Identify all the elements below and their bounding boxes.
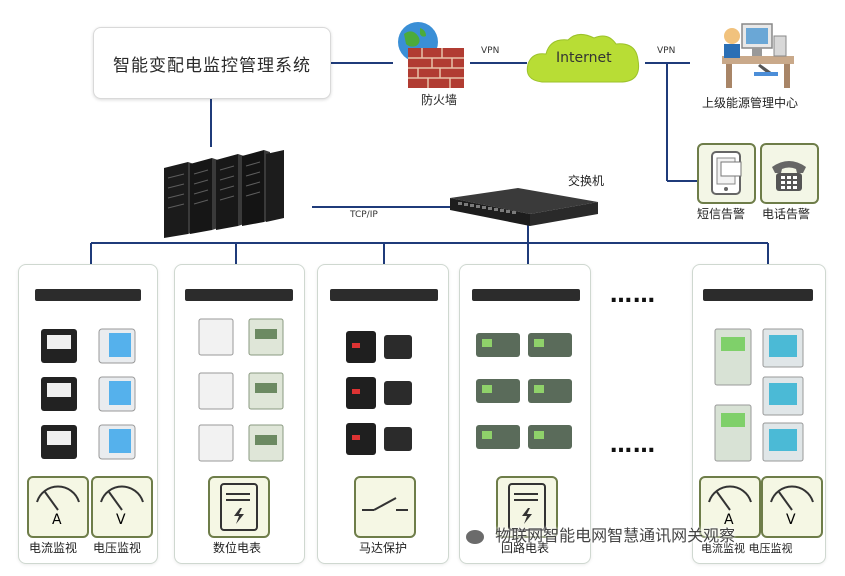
ellipsis-top: …… [610,283,656,308]
wechat-icon [466,529,484,544]
phone-sms-icon [711,151,742,195]
switch-label: 交换机 [568,174,605,188]
panel-current-voltage: A V 电流监视 电压监视 [18,264,158,564]
voltmeter-icon [770,485,814,511]
telephone-icon [772,161,806,191]
panel-4-caption: 回路电表 [501,541,550,555]
gateway-device [35,289,141,301]
watermark-text: 物联网智能电网智慧通讯网关观察 [495,526,736,545]
panel-1-caption-right: 电压监视 [93,541,142,555]
ammeter-icon [36,485,80,511]
phone-alarm-box [760,143,819,204]
vpn-label-right: VPN [657,46,676,56]
voltmeter-symbol: V [116,512,126,528]
meter-icon-box [208,476,270,538]
loop-meters [476,333,572,449]
gateway-device [472,289,580,301]
gateway-device [703,289,813,301]
watermark: 物联网智能电网智慧通讯网关观察 [466,522,735,546]
sms-alarm-box [697,143,756,204]
switch-icon-box [354,476,416,538]
voltmeter-icon [100,485,144,511]
panel-loop-meter: 回路电表 [459,264,591,564]
upper-center-label: 上级能源管理中心 [702,96,799,110]
panel-digital-meter: 数位电表 [174,264,305,564]
current-meters-column [41,329,77,459]
system-title: 智能变配电监控管理系统 [93,27,331,99]
workstation-icon [722,23,794,88]
internet-cloud-icon [526,34,640,83]
internet-label: Internet [556,50,612,66]
gateway-device [330,289,438,301]
ammeter-symbol: A [52,512,62,528]
panel-1-caption-left: 电流监视 [29,541,78,555]
tcpip-label: TCP/IP [350,210,378,220]
ammeter-icon-box: A [27,476,89,538]
electric-meter-icon [220,483,258,531]
ammeter-symbol: A [724,512,734,528]
server-rack-icon [164,150,284,238]
meter-icon-box [496,476,558,538]
motor-protectors [346,331,412,455]
phone-alarm-label: 电话告警 [762,207,811,221]
motor-switch-icon [362,497,408,511]
panel-current-voltage-2: A V 电流监视 电压监视 [692,264,826,564]
voltmeter-icon-box: V [91,476,153,538]
voltage-meters-column [98,328,136,460]
ellipsis-bottom: …… [610,433,656,458]
panel-5-caption: 电流监视 电压监视 [701,542,793,555]
panel-3-caption: 马达保护 [359,541,408,555]
ammeter-icon [708,485,752,511]
vpn-label-left: VPN [481,46,500,56]
network-switch-icon [450,188,598,226]
voltmeter-symbol: V [786,512,796,528]
panel-motor-protection: 马达保护 [317,264,449,564]
sms-alarm-label: 短信告警 [697,207,746,221]
digital-meters [198,318,284,462]
gateway-device [185,289,293,301]
ammeter-icon-box: A [699,476,761,538]
monitor-devices [714,328,804,462]
electric-meter-icon [508,483,546,531]
firewall-label: 防火墙 [421,93,458,107]
panel-2-caption: 数位电表 [213,541,262,555]
voltmeter-icon-box: V [761,476,823,538]
firewall-icon [398,22,464,88]
